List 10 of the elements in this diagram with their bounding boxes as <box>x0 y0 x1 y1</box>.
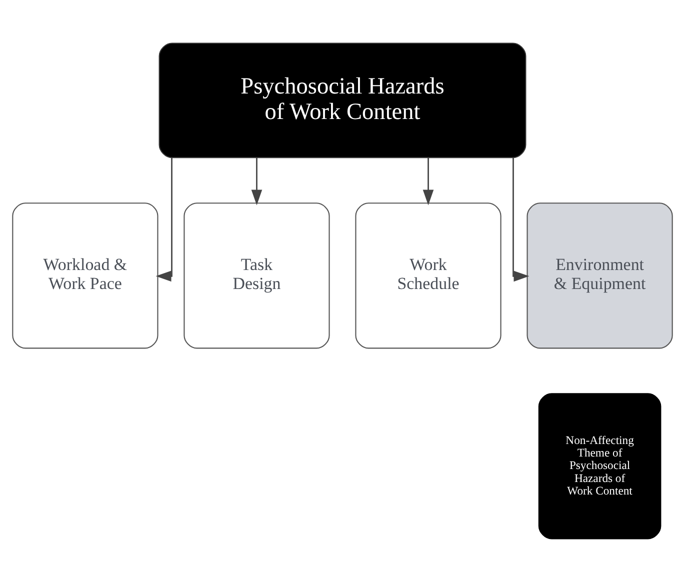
node-box: Work Schedule <box>355 202 502 349</box>
node-box: Task Design <box>184 202 330 349</box>
arrow <box>156 158 172 282</box>
arrow <box>422 158 434 206</box>
node-box: Psychosocial Hazards of Work Content <box>158 42 526 158</box>
arrow <box>251 158 262 206</box>
node-box: Workload & Work Pace <box>12 202 158 349</box>
node-box: Environment & Equipment <box>526 202 673 349</box>
node-box: Non-Affecting Theme of Psychosocial Hazards of Work Content <box>538 393 662 540</box>
arrow <box>512 158 530 282</box>
